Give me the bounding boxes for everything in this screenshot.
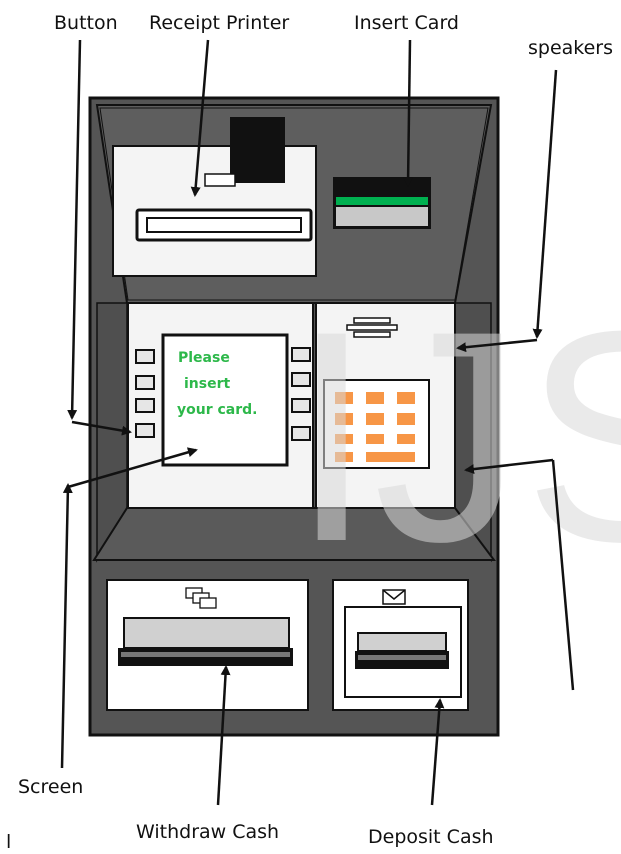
- screen-line-1: Please: [178, 350, 230, 366]
- label-deposit-cash: Deposit Cash: [368, 826, 494, 848]
- stray-mark: l: [6, 831, 11, 853]
- label-button: Button: [54, 12, 118, 34]
- side-button[interactable]: [136, 424, 154, 437]
- side-button[interactable]: [136, 376, 154, 389]
- label-speakers: speakers: [528, 37, 613, 59]
- screen-line-3: your card.: [177, 402, 257, 418]
- withdraw-slot: [124, 618, 289, 648]
- side-button[interactable]: [136, 399, 154, 412]
- screen-line-2: insert: [184, 376, 230, 392]
- label-receipt-printer: Receipt Printer: [149, 12, 289, 34]
- card-slot-stripe: [336, 197, 428, 205]
- button-arrow-a: [72, 40, 80, 418]
- deposit-slot: [358, 633, 446, 651]
- watermark: IJS: [290, 268, 621, 604]
- side-button[interactable]: [136, 350, 154, 363]
- label-withdraw-cash: Withdraw Cash: [136, 821, 279, 843]
- screen-arrow-a: [62, 485, 68, 768]
- label-screen: Screen: [18, 776, 83, 798]
- receipt-paper: [230, 117, 285, 183]
- label-insert-card: Insert Card: [354, 12, 459, 34]
